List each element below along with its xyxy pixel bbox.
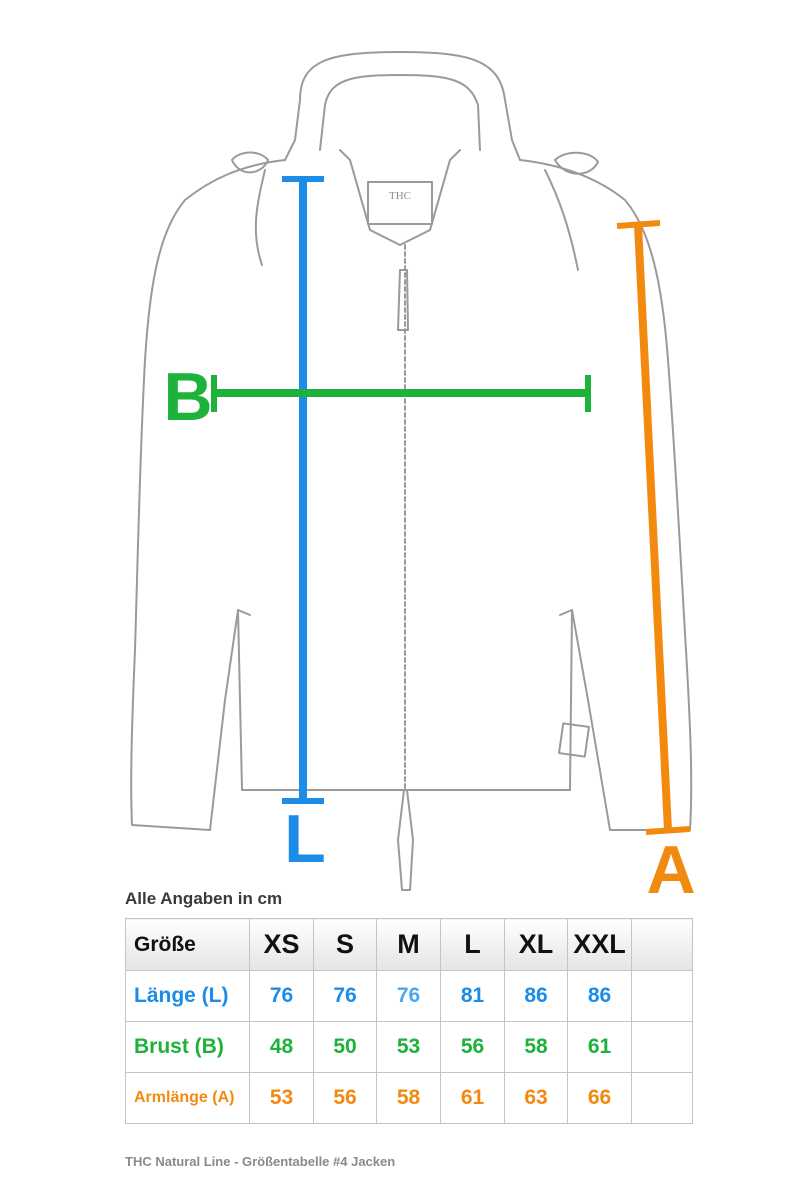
value-cell: 86: [567, 970, 632, 1022]
size-xl: XL: [504, 918, 568, 971]
value-cell: 53: [249, 1072, 314, 1124]
value-cell: 50: [313, 1021, 377, 1073]
size-s: S: [313, 918, 377, 971]
arm-row: Armlänge (A) 53 56 58 61 63 66: [125, 1072, 693, 1124]
chest-measure: [211, 375, 591, 412]
length-measure: [282, 176, 324, 804]
value-cell: 56: [313, 1072, 377, 1124]
length-marker-label: L: [284, 801, 326, 877]
arm-measure: [616, 220, 691, 835]
value-cell: 76: [313, 970, 377, 1022]
value-cell: 86: [504, 970, 568, 1022]
value-cell: 53: [376, 1021, 441, 1073]
footer-caption: THC Natural Line - Größentabelle #4 Jack…: [125, 1154, 396, 1169]
value-cell: 58: [504, 1021, 568, 1073]
value-cell: 76: [376, 970, 441, 1022]
size-m: M: [376, 918, 441, 971]
empty-cell: [631, 970, 693, 1022]
jacket-measurement-illustration: THC L B A: [130, 51, 696, 908]
size-header-label: Größe: [125, 918, 250, 971]
value-cell: 61: [440, 1072, 505, 1124]
size-header-row: Größe XS S M L XL XXL: [125, 918, 693, 971]
row-label: Brust (B): [125, 1021, 250, 1073]
value-cell: 56: [440, 1021, 505, 1073]
value-cell: 58: [376, 1072, 441, 1124]
chest-row: Brust (B) 48 50 53 56 58 61: [125, 1021, 693, 1073]
row-label: Armlänge (A): [125, 1072, 250, 1124]
jacket-sketch: [130, 51, 693, 891]
value-cell: 63: [504, 1072, 568, 1124]
value-cell: 48: [249, 1021, 314, 1073]
value-cell: 61: [567, 1021, 632, 1073]
size-xs: XS: [249, 918, 314, 971]
chest-marker-label: B: [163, 359, 212, 435]
value-cell: 66: [567, 1072, 632, 1124]
size-l: L: [440, 918, 505, 971]
row-label: Länge (L): [125, 970, 250, 1022]
empty-cell: [631, 918, 693, 971]
size-table: Größe XS S M L XL XXL Länge (L) 76 76 76…: [125, 918, 693, 1124]
unit-note: Alle Angaben in cm: [125, 889, 283, 908]
empty-cell: [631, 1021, 693, 1073]
length-row: Länge (L) 76 76 76 81 86 86: [125, 970, 693, 1022]
size-xxl: XXL: [567, 918, 632, 971]
value-cell: 81: [440, 970, 505, 1022]
arm-marker-label: A: [646, 832, 695, 908]
jacket-tag-text: THC: [389, 190, 411, 202]
empty-cell: [631, 1072, 693, 1124]
value-cell: 76: [249, 970, 314, 1022]
